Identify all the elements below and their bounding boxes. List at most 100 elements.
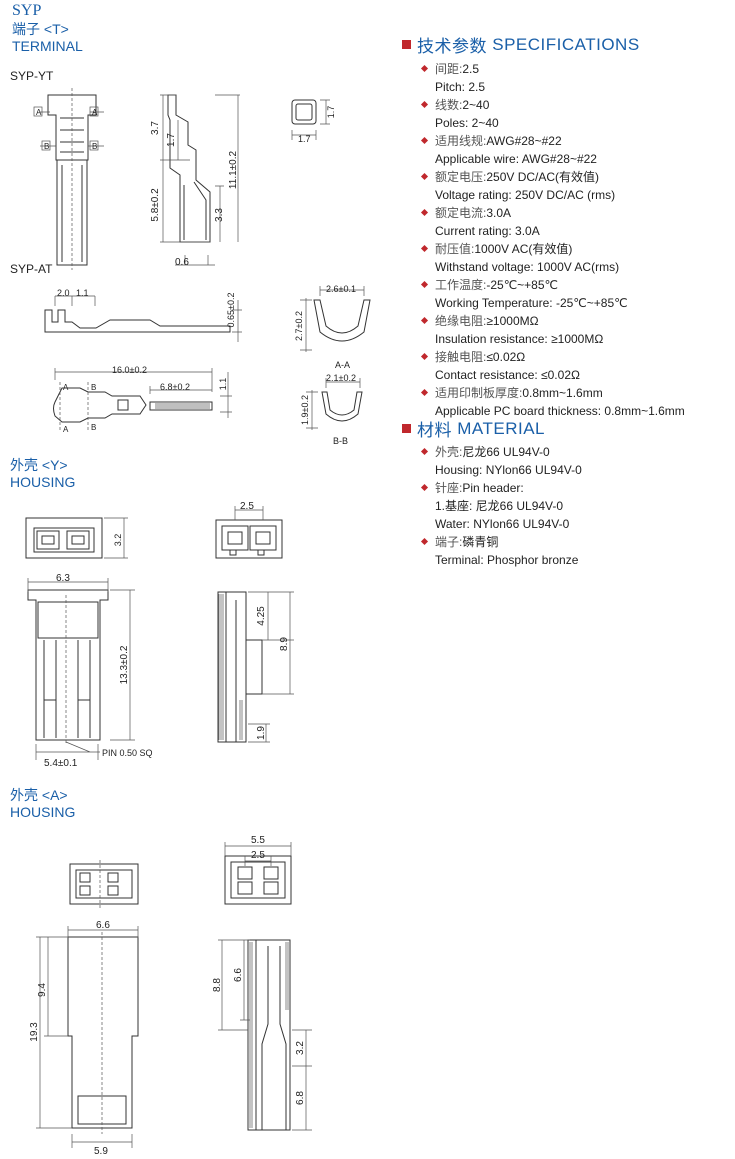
terminal-title-en: TERMINAL [12, 38, 83, 54]
red-diamond-bullet-icon [420, 244, 429, 253]
red-diamond-bullet-icon [420, 316, 429, 325]
dim-y-1-9: 1.9 [256, 726, 267, 740]
dim-6-8: 6.8±0.2 [160, 382, 190, 392]
spec-item-cn-label: 绝缘电阻: [435, 314, 487, 328]
spec-item-cn-value: 2~40 [462, 98, 490, 112]
material-heading-cn: 材料 [417, 421, 452, 440]
material-item-en-line: Water: NYlon66 UL94V-0 [435, 517, 570, 531]
red-diamond-bullet-icon [420, 280, 429, 289]
spec-item-cn-value: 250V DC/AC(有效值) [486, 170, 600, 184]
spec-item-cn-line: 适用印制板厚度:0.8mm~1.6mm [420, 384, 685, 402]
sec-label-b: B [92, 142, 97, 151]
model-syp-yt: SYP-YT [10, 69, 54, 83]
dim-a-9-4: 9.4 [37, 983, 48, 997]
red-diamond-bullet-icon [420, 136, 429, 145]
syp-at-top-view: 16.0±0.2 6.8±0.2 1.1 A B A B [53, 365, 232, 434]
dim-y-5-4: 5.4±0.1 [44, 758, 78, 769]
spec-item-cn-line: 绝缘电阻:≥1000MΩ [420, 312, 685, 330]
terminal-square-section: 1.7 1.7 [291, 99, 336, 144]
dim-a-5-9: 5.9 [94, 1146, 108, 1157]
housing-a-end-view: 5.5 2.5 [224, 835, 292, 905]
housing-a-front-view [69, 860, 139, 910]
red-diamond-bullet-icon [420, 64, 429, 73]
dim-0-65: 0.65±0.2 [226, 293, 236, 328]
housing-y-title-en: HOUSING [10, 474, 76, 490]
spec-item-cn-value: ≥1000MΩ [486, 314, 539, 328]
spec-item-en-line: Insulation resistance: ≥1000MΩ [435, 332, 604, 346]
terminal-title-cn: 端子 <T> [12, 21, 69, 37]
dim-a-3-2: 3.2 [295, 1041, 306, 1055]
dim-1-7: 1.7 [166, 133, 177, 147]
spec-item-en-line: Current rating: 3.0A [435, 224, 540, 238]
material-heading-en: MATERIAL [457, 418, 545, 438]
spec-item-cn-line: 适用线规:AWG#28~#22 [420, 132, 685, 150]
red-square-icon [402, 424, 411, 433]
spec-item-cn-label: 间距: [435, 62, 463, 76]
spec-item-cn-value: 3.0A [486, 206, 512, 220]
spec-item-cn-line: 耐压值:1000V AC(有效值) [420, 240, 685, 258]
section-a-a: 2.6±0.1 2.7±0.2 A-A [294, 284, 371, 370]
spec-item-cn-value: 1000V AC(有效值) [474, 242, 573, 256]
dim-a-5-5: 5.5 [251, 835, 265, 846]
dim-y-4-25: 4.25 [256, 606, 267, 626]
spec-item-en-line: Withstand voltage: 1000V AC(rms) [435, 260, 620, 274]
red-diamond-bullet-icon [420, 537, 429, 546]
spec-item-en-line: Applicable wire: AWG#28~#22 [435, 152, 597, 166]
dim-a-8-8: 8.8 [212, 978, 223, 992]
dim-a-6-6-vertical: 6.6 [233, 968, 244, 982]
sec-label-a: A [36, 108, 42, 117]
section-label-b-b: B-B [333, 436, 348, 446]
spec-item-cn-value: ≤0.02Ω [486, 350, 526, 364]
red-diamond-bullet-icon [420, 447, 429, 456]
sec-label-b: B [91, 423, 96, 432]
spec-item-cn-value: 0.8mm~1.6mm [522, 386, 603, 400]
dim-sq-1-7-v: 1.7 [326, 106, 336, 119]
dim-a-6-6: 6.6 [96, 920, 110, 931]
dim-2-6: 2.6±0.1 [326, 284, 356, 294]
housing-y-long-view: 6.3 13.3±0.2 5.4±0.1 PIN 0.50 SQ [27, 573, 153, 769]
material-item-cn-value: Pin header: [462, 481, 524, 495]
spec-item-cn-line: 接触电阻:≤0.02Ω [420, 348, 685, 366]
material-item-cn-value: 磷青铜 [462, 535, 499, 549]
spec-item-cn-label: 耐压值: [435, 242, 475, 256]
red-diamond-bullet-icon [420, 100, 429, 109]
housing-y-front-view: 3.2 [25, 517, 128, 559]
spec-item-cn-label: 适用线规: [435, 134, 487, 148]
sec-label-a: A [92, 108, 98, 117]
model-syp-at: SYP-AT [10, 262, 53, 276]
dim-sq-1-7-h: 1.7 [298, 134, 311, 144]
housing-a-title-en: HOUSING [10, 804, 76, 820]
spec-item-cn-value: -25℃~+85℃ [486, 278, 559, 292]
brand-logo: SYP [12, 2, 42, 19]
housing-a-title-cn: 外壳 <A> [10, 787, 68, 803]
syp-at-side-view: 2.0 1.1 0.65±0.2 [44, 288, 242, 342]
spec-item-cn-line: 线数:2~40 [420, 96, 685, 114]
spec-item-cn-value: AWG#28~#22 [486, 134, 562, 148]
material-item-en-line: 1.基座: 尼龙66 UL94V-0 [435, 499, 564, 513]
dim-11-1: 11.1±0.2 [228, 151, 239, 190]
spec-item-cn-line: 额定电流:3.0A [420, 204, 685, 222]
dim-0-6: 0.6 [175, 257, 189, 268]
housing-y-end-view: 2.5 [215, 501, 283, 559]
dim-1-1-top: 1.1 [76, 288, 89, 298]
spec-item-cn-label: 额定电流: [435, 206, 487, 220]
sec-label-a: A [63, 425, 69, 434]
spec-item-cn-label: 适用印制板厚度: [435, 386, 523, 400]
dim-a-2-5: 2.5 [251, 850, 265, 861]
dim-y-13-3: 13.3±0.2 [119, 645, 130, 684]
spec-item-cn-label: 线数: [435, 98, 463, 112]
spec-item-en-line: Working Temperature: -25℃~+85℃ [435, 296, 628, 310]
specifications-heading: 技术参数 SPECIFICATIONS [402, 32, 685, 57]
dim-3-7: 3.7 [150, 121, 161, 135]
material-item-en-line: Terminal: Phosphor bronze [435, 553, 579, 567]
spec-item-cn-value: 2.5 [462, 62, 480, 76]
material-item-cn-label: 外壳: [435, 445, 463, 459]
red-diamond-bullet-icon [420, 483, 429, 492]
dim-1-9: 1.9±0.2 [300, 395, 310, 425]
section-label-a-a: A-A [335, 360, 350, 370]
red-diamond-bullet-icon [420, 352, 429, 361]
